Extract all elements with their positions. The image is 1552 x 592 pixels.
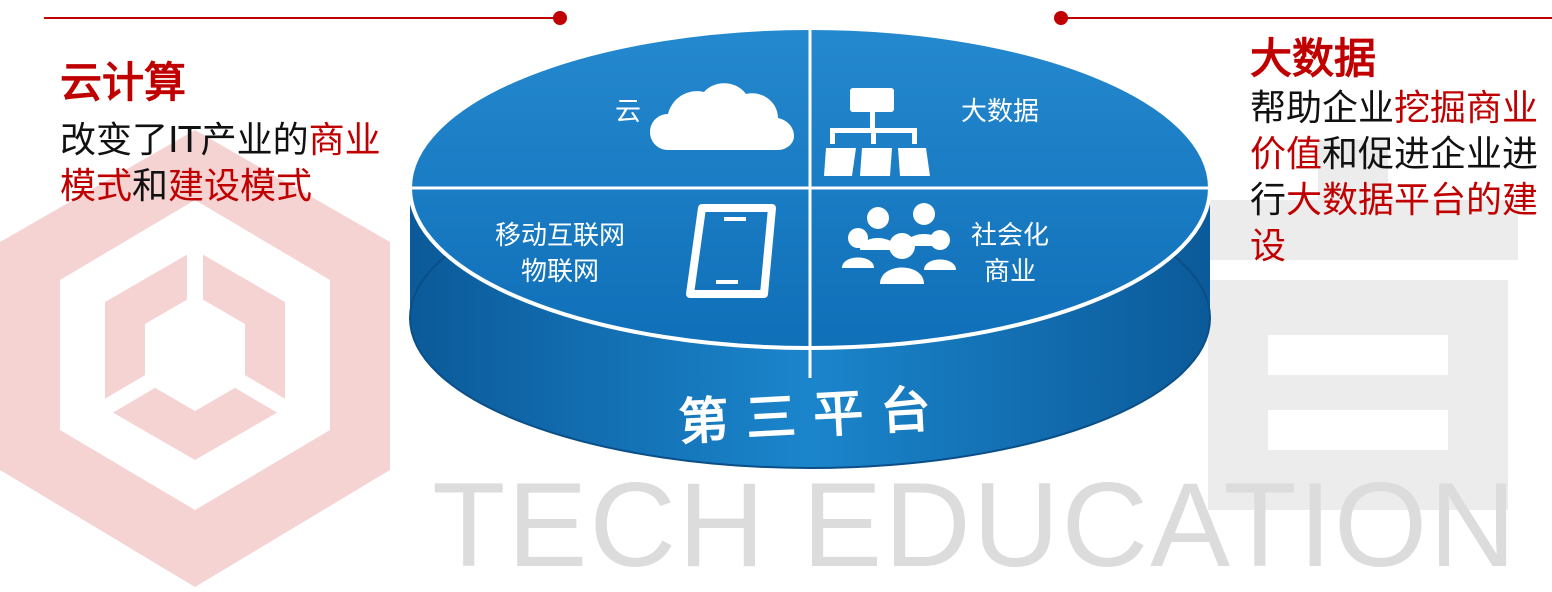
- cloud-desc-highlight-2: 建设模式: [168, 166, 313, 207]
- business-label: 商业: [984, 257, 1036, 287]
- watermark-text: TECH EDUCATION: [432, 458, 1518, 592]
- bigdata-desc-part-2: 和促进企业进行: [1250, 134, 1539, 221]
- iot-label: 物联网: [521, 257, 599, 287]
- cloud-desc-part-1: 改变了IT产业的: [60, 120, 309, 161]
- top-right-rule: [1062, 17, 1552, 19]
- bigdata-desc-highlight-1: 挖掘商业价值: [1250, 88, 1539, 175]
- tablet-icon: [686, 204, 776, 298]
- third-platform-diagram: 云 大数据 移动互联网 物联网 社会化 商业 第 三 平 台: [408, 26, 1212, 469]
- watermark-glyph: [1188, 140, 1518, 510]
- bigdata-label: 大数据: [961, 97, 1039, 127]
- cloud-icon: [650, 83, 794, 150]
- third-platform-label: 第 三 平 台: [677, 380, 932, 451]
- top-right-dot: [1054, 11, 1068, 25]
- cloud-desc-part-2: 和: [132, 166, 169, 207]
- cloud-desc-highlight-1: 商业模式: [60, 120, 381, 207]
- hierarchy-icon: [824, 88, 930, 176]
- cloud-computing-desc: 改变了IT产业的商业模式和建设模式: [60, 118, 400, 210]
- cloud-computing-title: 云计算: [60, 58, 187, 107]
- mobile-internet-label: 移动互联网: [495, 221, 625, 251]
- bigdata-desc-part-1: 帮助企业: [1250, 88, 1395, 129]
- watermark-logo: [0, 130, 390, 587]
- big-data-title: 大数据: [1250, 34, 1377, 83]
- top-left-rule: [44, 17, 562, 19]
- big-data-desc: 帮助企业挖掘商业价值和促进企业进行大数据平台的建设: [1250, 86, 1550, 270]
- people-icon: [842, 203, 956, 284]
- cloud-label: 云: [615, 97, 641, 127]
- bigdata-desc-highlight-2: 大数据平台的建设: [1250, 180, 1539, 267]
- social-label: 社会化: [971, 221, 1049, 251]
- top-left-dot: [553, 11, 567, 25]
